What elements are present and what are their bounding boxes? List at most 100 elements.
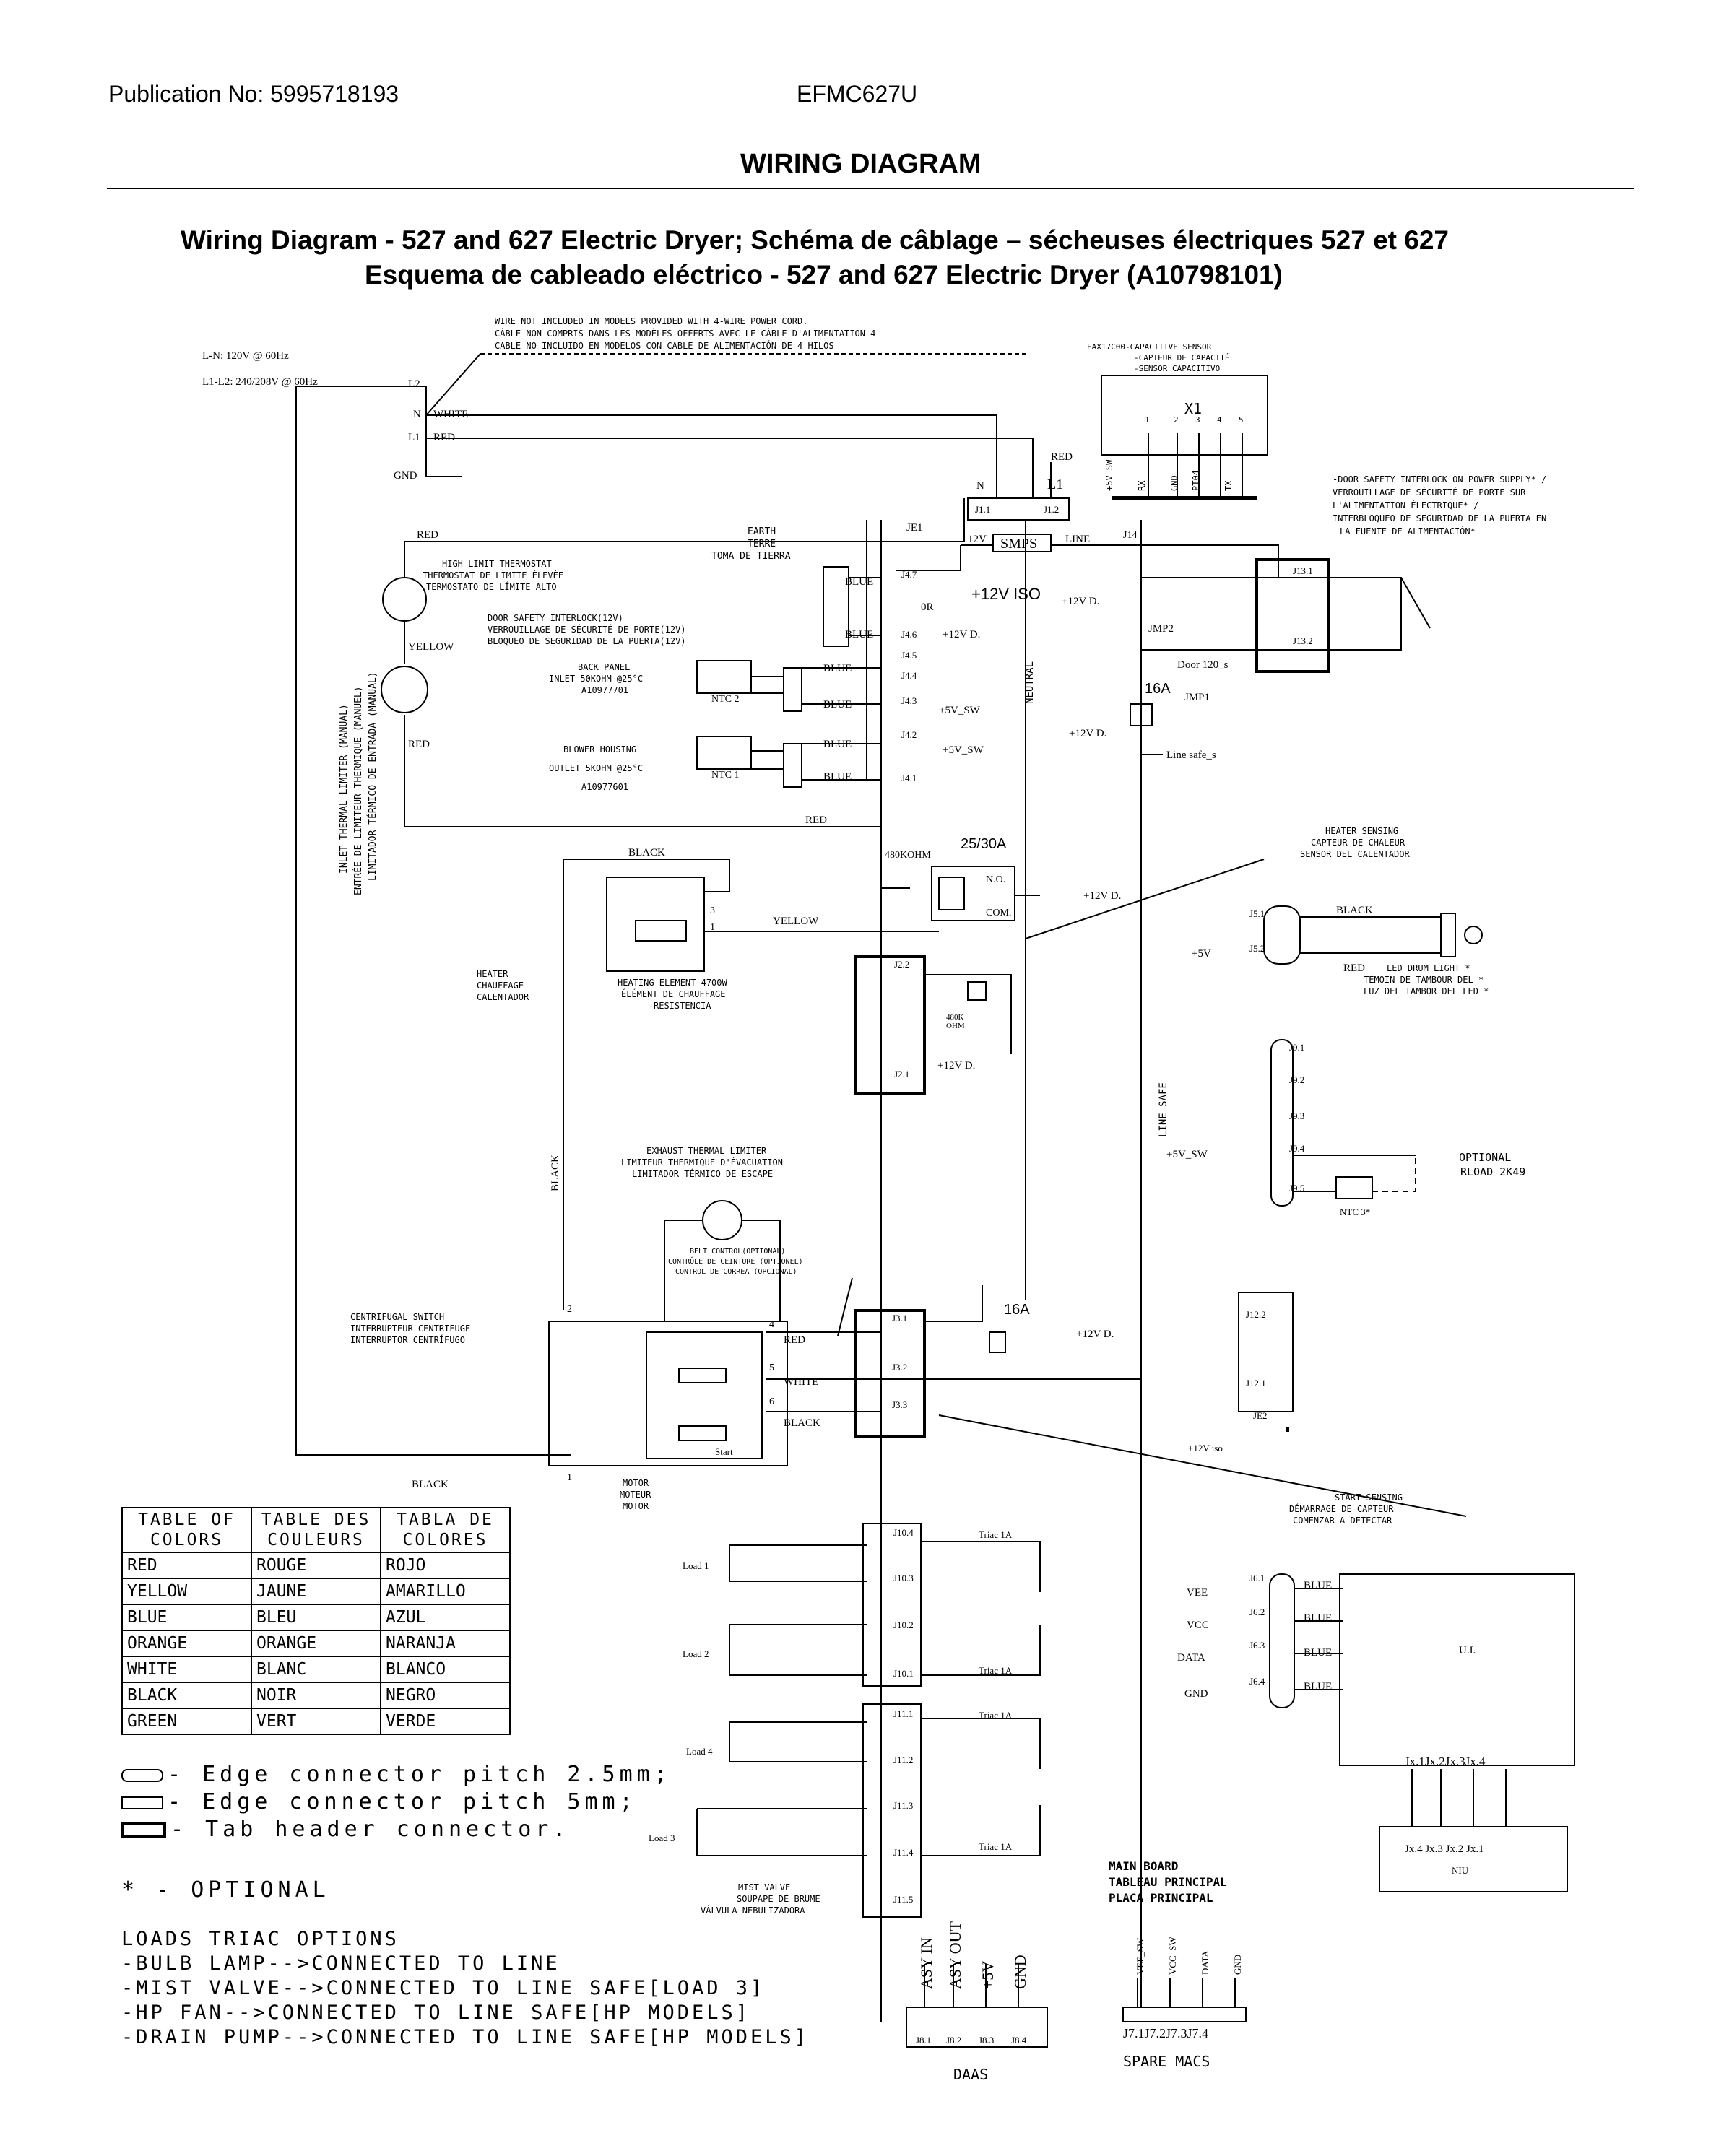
niu-pins-label: Jx.4 Jx.3 Jx.2 Jx.1 — [1405, 1843, 1484, 1855]
j9-connector — [1270, 1039, 1294, 1207]
v12iso-label: +12V iso — [1188, 1443, 1223, 1453]
data-macs-label: DATA — [1200, 1950, 1210, 1975]
cell: BLEU — [251, 1604, 381, 1631]
blue-ui-2: BLUE — [1304, 1612, 1332, 1624]
j93-label: J9.3 — [1289, 1110, 1304, 1121]
heating-element — [635, 920, 687, 942]
black-vertical-label: BLACK — [550, 1155, 561, 1191]
j41-label: J4.1 — [901, 773, 917, 783]
triac-3: Triac 1A — [979, 1710, 1013, 1721]
door-safety-en: DOOR SAFETY INTERLOCK(12V) — [488, 613, 623, 623]
heater-black-top — [563, 859, 730, 892]
cell: BLUE — [121, 1604, 252, 1631]
sensor-sig-4: PT04 — [1191, 470, 1201, 491]
motor-box — [548, 1321, 788, 1466]
cord-note-en: WIRE NOT INCLUDED IN MODELS PROVIDED WIT… — [495, 316, 807, 326]
ui-label: U.I. — [1459, 1645, 1476, 1656]
sensor-sig-3: GND — [1169, 475, 1179, 491]
j10-connector — [862, 1523, 922, 1687]
led-fr: TÉMOIN DE TAMBOUR DEL * — [1364, 974, 1483, 985]
j104-label: J10.4 — [893, 1527, 914, 1538]
diagram-title-line1: Wiring Diagram - 527 and 627 Electric Dr… — [181, 225, 1449, 255]
j46-label: J4.6 — [901, 629, 917, 640]
j102-label: J10.2 — [893, 1620, 914, 1630]
heating-element-es: RESISTENCIA — [654, 1001, 711, 1011]
j115-label: J11.5 — [893, 1894, 913, 1905]
black-label-1: BLACK — [628, 847, 665, 859]
j112-label: J11.2 — [893, 1755, 913, 1765]
j2-relay-coil — [967, 981, 987, 1001]
gnd-daas-label: GND — [1011, 1955, 1029, 1989]
sensor-pin-2: 2 — [1174, 415, 1179, 425]
black-bottom-label: BLACK — [412, 1479, 449, 1490]
red-label-j5: RED — [1343, 962, 1365, 974]
j31-wire — [924, 1285, 983, 1322]
daas-connector — [906, 2007, 1048, 2048]
v12d-label-3: +12V D. — [1069, 728, 1106, 739]
motor-pin5: 5 — [769, 1362, 774, 1373]
je2-label: JE2 — [1253, 1410, 1268, 1421]
jmp1-label: JMP1 — [1184, 692, 1210, 703]
start-sensing-leader — [938, 1414, 1467, 1517]
pin3-heater: 3 — [710, 905, 715, 916]
motor-en: MOTOR — [623, 1478, 649, 1488]
j1-connector — [967, 497, 1070, 521]
sensor-pin-4: 4 — [1217, 415, 1222, 425]
smps-line-label: LINE — [1065, 534, 1090, 545]
rect-connector-icon — [121, 1796, 163, 1809]
line-safe-label: LINE SAFE — [1158, 1082, 1169, 1137]
j84-label: J8.4 — [1011, 2035, 1027, 2046]
com-label: COM. — [986, 908, 1011, 918]
tab-connector-icon — [121, 1822, 166, 1838]
heater-en: HEATER — [477, 969, 508, 979]
niu-box — [1379, 1826, 1568, 1892]
door120-label: Door 120_s — [1177, 659, 1229, 671]
sensor-labels: EAX17C00-CAPACITIVE SENSOR -CAPTEUR DE C… — [1087, 342, 1244, 541]
j11-label: J1.1 — [975, 504, 990, 515]
section-title: WIRING DIAGRAM — [740, 149, 982, 179]
sensor-line1: EAX17C00-CAPACITIVE SENSOR — [1087, 342, 1212, 352]
cord-note-es: CABLE NO INCLUIDO EN MODELOS CON CABLE D… — [495, 340, 834, 351]
ntc3-resistor — [1335, 1176, 1373, 1199]
spare-macs-label: SPARE MACS — [1123, 2053, 1210, 2070]
j132-label: J13.2 — [1293, 635, 1313, 646]
load1-label: Load 1 — [683, 1560, 709, 1571]
black-motor-label: BLACK — [784, 1417, 820, 1429]
start-sensing-es: COMENZAR A DETECTAR — [1293, 1516, 1392, 1526]
v12d-label-5: +12V D. — [937, 1060, 975, 1072]
j62-label: J6.2 — [1249, 1607, 1265, 1617]
je1-label: JE1 — [906, 522, 923, 534]
asy-in-label: ASY IN — [917, 1937, 935, 1989]
triac2-wire — [921, 1625, 1041, 1676]
cell: BLANCO — [380, 1656, 511, 1683]
v12-iso-label: +12V ISO — [971, 585, 1041, 603]
j121-label: J12.1 — [1246, 1378, 1266, 1388]
v5sw-label-3: +5V_SW — [1166, 1149, 1208, 1160]
j2-connector — [854, 955, 926, 1095]
wires — [295, 353, 1575, 2048]
header-rule — [107, 188, 1634, 189]
ntc1-label: NTC 1 — [711, 770, 740, 781]
triac3-wire — [921, 1718, 1041, 1769]
cell: AZUL — [380, 1604, 511, 1631]
cell: BLACK — [121, 1682, 252, 1709]
a16-label-2: 16A — [1004, 1302, 1030, 1318]
notes-title: LOADS TRIAC OPTIONS — [121, 1928, 399, 1950]
jx-label: Jx.1Jx.2Jx.3Jx.4 — [1405, 1755, 1486, 1768]
led-connector — [1440, 913, 1456, 957]
cell: NOIR — [251, 1682, 381, 1709]
cell: AMARILLO — [380, 1578, 511, 1605]
no-label: N.O. — [986, 874, 1005, 885]
sensor-line3: -SENSOR CAPACITIVO — [1134, 364, 1220, 373]
j14-label: J14 — [1123, 530, 1137, 541]
sensor-pin-3: 3 — [1195, 415, 1200, 425]
j42-label: J4.2 — [901, 729, 917, 740]
back-panel-fr: INLET 50KOHM @25°C — [549, 674, 643, 684]
gnd-ui-label: GND — [1184, 1688, 1208, 1700]
motor-winding-2 — [678, 1425, 727, 1441]
exhaust-limiter-symbol — [702, 1200, 742, 1240]
diagram-title-line2: Esquema de cableado eléctrico - 527 and … — [365, 260, 1283, 290]
j7-label: J7.1J7.2J7.3J7.4 — [1123, 2026, 1208, 2040]
high-limit-fr: THERMOSTAT DE LIMITE ÉLEVÉE — [423, 570, 563, 581]
asy-out-label: ASY OUT — [946, 1921, 964, 1989]
